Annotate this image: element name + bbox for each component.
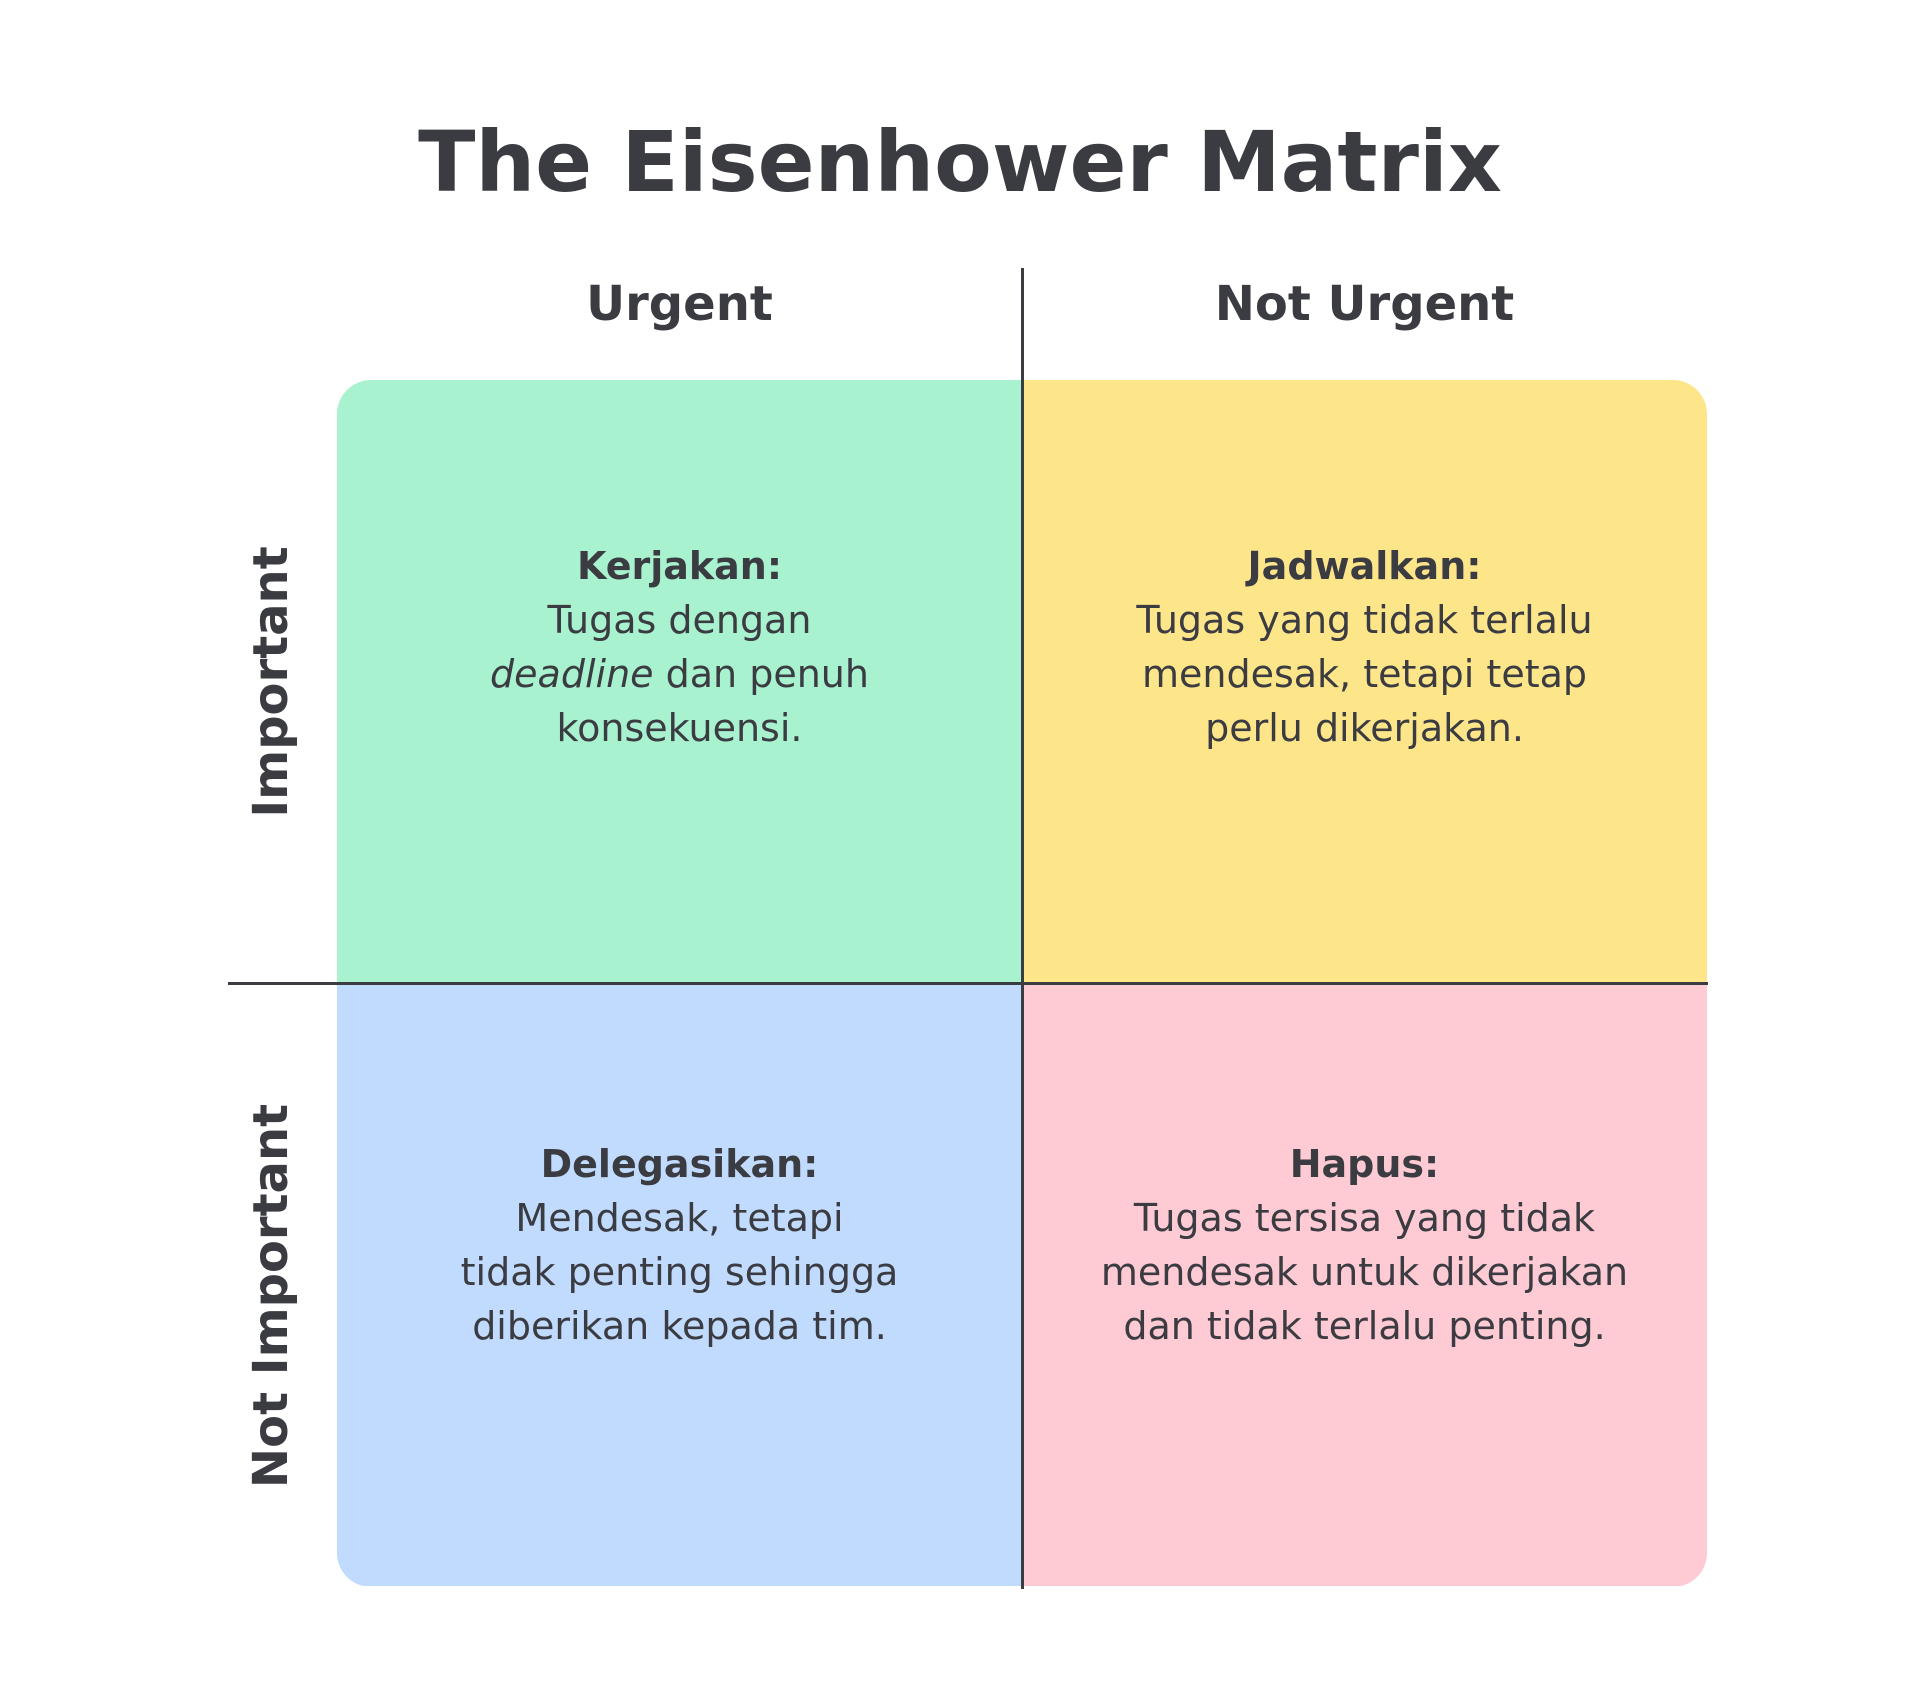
row-header-not-important: Not Important (243, 1103, 299, 1489)
quadrant-delegate-text: Delegasikan: Mendesak, tetapi tidak pent… (461, 1137, 899, 1353)
quadrant-delete: Hapus: Tugas tersisa yang tidak mendesak… (1022, 983, 1707, 1586)
quadrant-delegate: Delegasikan: Mendesak, tetapi tidak pent… (337, 983, 1022, 1586)
column-header-not-urgent: Not Urgent (1214, 276, 1515, 332)
quadrant-schedule-label: Jadwalkan: (1247, 543, 1482, 588)
column-header-urgent: Urgent (586, 276, 773, 332)
quadrant-do: Kerjakan: Tugas dengan deadline dan penu… (337, 380, 1022, 983)
quadrant-schedule-line-1: Tugas yang tidak terlalu (1136, 597, 1593, 642)
quadrant-schedule-text: Jadwalkan: Tugas yang tidak terlalu mend… (1136, 539, 1592, 755)
quadrant-delete-label: Hapus: (1289, 1141, 1440, 1186)
quadrant-delete-text: Hapus: Tugas tersisa yang tidak mendesak… (1101, 1137, 1628, 1353)
row-header-important: Important (243, 546, 299, 818)
quadrant-do-label: Kerjakan: (576, 543, 783, 588)
quadrant-do-line-2-rest: dan penuh (653, 651, 869, 696)
horizontal-axis-divider (228, 982, 1708, 985)
quadrant-delegate-line-1: Mendesak, tetapi (515, 1195, 844, 1240)
page-title: The Eisenhower Matrix (418, 113, 1502, 211)
quadrant-schedule: Jadwalkan: Tugas yang tidak terlalu mend… (1022, 380, 1707, 983)
quadrant-delete-line-3: dan tidak terlalu penting. (1123, 1303, 1606, 1348)
quadrant-schedule-line-3: perlu dikerjakan. (1205, 705, 1524, 750)
quadrant-schedule-line-2: mendesak, tetapi tetap (1141, 651, 1588, 696)
quadrant-delete-line-1: Tugas tersisa yang tidak (1133, 1195, 1596, 1240)
quadrant-do-text: Kerjakan: Tugas dengan deadline dan penu… (490, 539, 869, 755)
quadrant-delete-line-2: mendesak untuk dikerjakan (1100, 1249, 1629, 1294)
quadrant-do-line-1: Tugas dengan (547, 597, 812, 642)
vertical-axis-divider (1021, 268, 1024, 1589)
quadrant-delegate-label: Delegasikan: (540, 1141, 819, 1186)
quadrant-do-deadline-term: deadline (490, 651, 654, 696)
quadrant-do-line-3: konsekuensi. (556, 705, 803, 750)
quadrant-do-line-2: deadline dan penuh (490, 647, 869, 701)
quadrant-delegate-line-2: tidak penting sehingga (460, 1249, 899, 1294)
eisenhower-matrix: Kerjakan: Tugas dengan deadline dan penu… (337, 380, 1707, 1587)
quadrant-delegate-line-3: diberikan kepada tim. (472, 1303, 887, 1348)
